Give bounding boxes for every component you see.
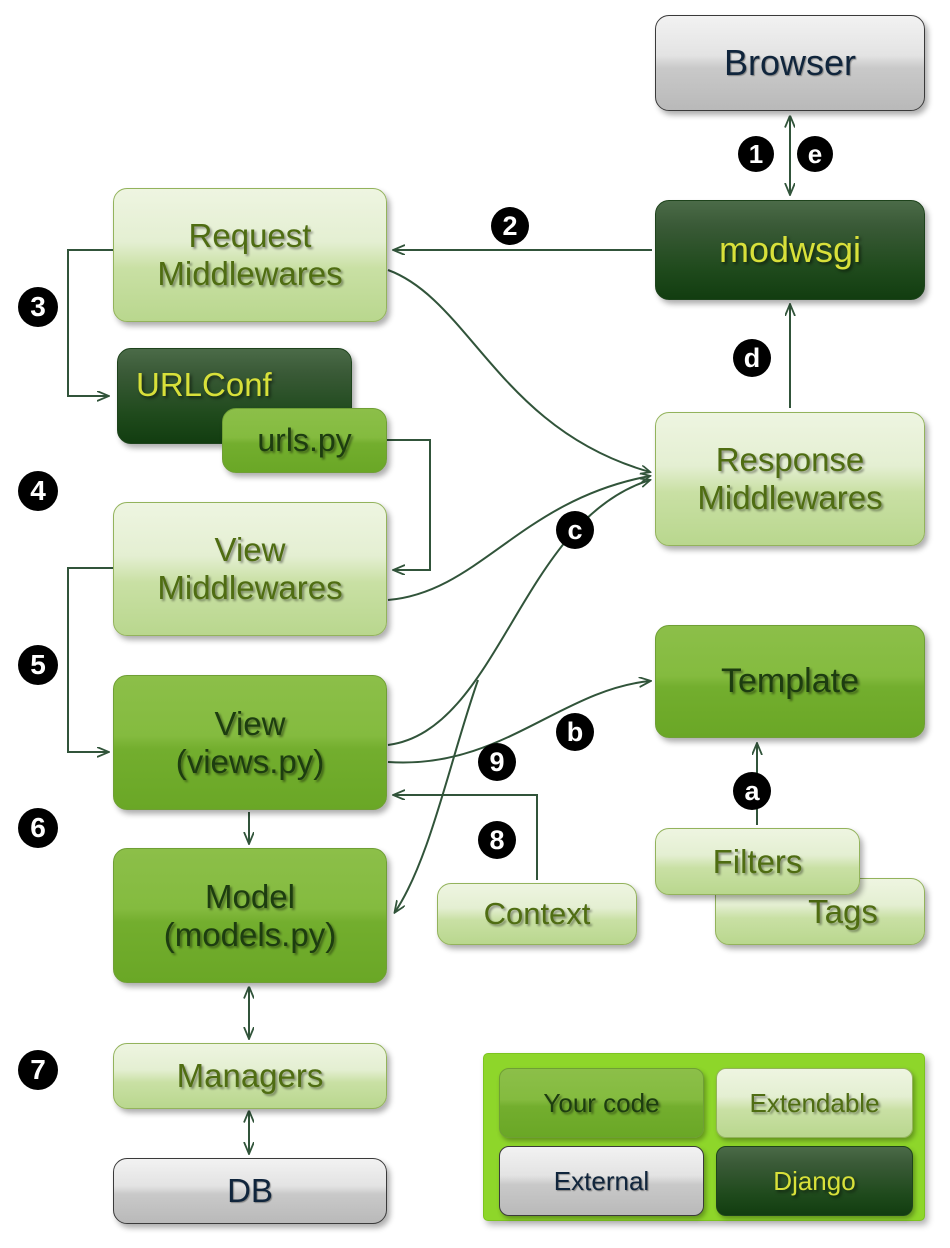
marker-step-8: 8 [478,821,516,859]
node-urlconf-label: URLConf [136,366,272,404]
node-context[interactable]: Context [437,883,637,945]
node-urls-py[interactable]: urls.py [222,408,387,473]
marker-step-6: 6 [18,808,58,848]
marker-step-1: 1 [738,136,774,172]
marker-step-4: 4 [18,471,58,511]
marker-step-9-label: 9 [489,746,505,777]
node-view-middlewares[interactable]: View Middlewares [113,502,387,636]
node-modwsgi[interactable]: modwsgi [655,200,925,300]
marker-step-2-label: 2 [502,210,518,241]
marker-step-5: 5 [18,645,58,685]
legend-item-your-code-label: Your code [543,1087,660,1118]
marker-step-c-label: c [567,514,583,545]
marker-step-7: 7 [18,1050,58,1090]
node-managers-label: Managers [176,1057,324,1095]
legend-item-extendable[interactable]: Extendable [716,1068,913,1138]
legend-item-your-code[interactable]: Your code [499,1068,704,1138]
node-response-middlewares-label: Response Middlewares [697,441,883,516]
marker-step-b-label: b [566,716,584,747]
marker-step-4-label: 4 [30,475,46,506]
marker-step-b: b [556,713,594,751]
legend-item-django-label: Django [773,1165,856,1196]
node-urls-py-label: urls.py [257,422,352,459]
marker-step-d-label: d [743,342,761,373]
marker-step-3-label: 3 [30,291,46,322]
node-model[interactable]: Model (models.py) [113,848,387,983]
node-db[interactable]: DB [113,1158,387,1224]
legend: Your code Extendable External Django [483,1053,925,1221]
marker-step-c: c [556,511,594,549]
legend-item-django[interactable]: Django [716,1146,913,1216]
node-db-label: DB [227,1172,273,1210]
marker-step-e: e [797,136,833,172]
node-request-middlewares-label: Request Middlewares [157,217,343,292]
node-browser[interactable]: Browser [655,15,925,111]
node-view-label: View (views.py) [175,704,325,780]
marker-step-7-label: 7 [30,1054,46,1085]
marker-step-8-label: 8 [489,824,505,855]
marker-step-e-label: e [807,139,823,169]
marker-step-d: d [733,339,771,377]
marker-step-9: 9 [478,743,516,781]
node-tags-label: Tags [808,892,878,930]
marker-step-1-label: 1 [748,139,764,169]
node-view-middlewares-label: View Middlewares [157,531,343,606]
node-request-middlewares[interactable]: Request Middlewares [113,188,387,322]
marker-step-a-label: a [744,775,760,806]
marker-step-a: a [733,772,771,810]
node-filters[interactable]: Filters [655,828,860,895]
legend-item-external[interactable]: External [499,1146,704,1216]
marker-step-2: 2 [491,207,529,245]
marker-step-6-label: 6 [30,812,46,843]
legend-item-extendable-label: Extendable [749,1087,880,1118]
node-filters-label: Filters [712,842,803,880]
node-view[interactable]: View (views.py) [113,675,387,810]
node-managers[interactable]: Managers [113,1043,387,1109]
node-template[interactable]: Template [655,625,925,738]
node-context-label: Context [483,896,591,932]
marker-step-3: 3 [18,287,58,327]
marker-step-5-label: 5 [30,649,46,680]
node-response-middlewares[interactable]: Response Middlewares [655,412,925,546]
node-model-label: Model (models.py) [163,877,337,953]
node-modwsgi-label: modwsgi [718,229,862,271]
legend-item-external-label: External [553,1165,650,1196]
node-template-label: Template [721,661,859,700]
node-browser-label: Browser [723,42,857,84]
